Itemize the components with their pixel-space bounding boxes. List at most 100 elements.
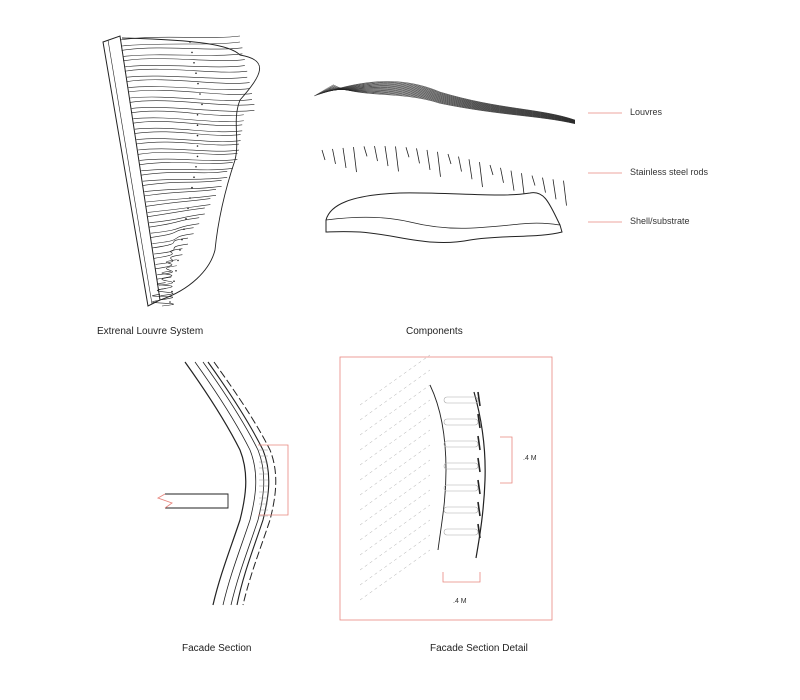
louvre-fin-underside	[152, 300, 174, 307]
fixing-dot	[195, 166, 197, 168]
louvre-fin	[123, 58, 245, 62]
louvre-strand	[320, 85, 576, 122]
horizontal-dimension	[442, 572, 481, 583]
louvre-fin	[129, 100, 255, 106]
hatch-line	[359, 534, 431, 586]
rod-mark	[332, 148, 336, 164]
louvre-fin	[151, 237, 189, 249]
louvre-strand	[316, 83, 576, 121]
rod-mark	[374, 146, 378, 162]
rod-mark	[531, 175, 536, 186]
louvre-fin-underside	[153, 243, 189, 255]
louvre-strand	[327, 87, 576, 123]
fixing-dot	[196, 155, 199, 158]
fixing-dot	[199, 93, 201, 95]
louvre-fin	[155, 259, 177, 270]
fixing-dot	[183, 228, 185, 230]
horizontal-dimension-label: .4 M	[453, 598, 467, 605]
rod-mark	[552, 179, 557, 200]
fixing-dot	[171, 290, 173, 293]
louvres-label: Louvres	[630, 107, 663, 117]
rod-mark	[563, 180, 567, 206]
louvre-strand	[315, 82, 576, 121]
steel-rod	[443, 484, 479, 492]
fixing-dot	[193, 176, 195, 178]
louvre-fin-underside	[137, 148, 240, 152]
rod-mark	[321, 149, 326, 161]
rod-mark	[458, 156, 462, 172]
louvre-fin	[145, 198, 211, 207]
rod-mark	[405, 147, 410, 158]
louvre-fin-underside	[157, 265, 177, 276]
louvre-blade	[477, 391, 481, 407]
louvre-strand	[318, 84, 576, 122]
fixing-dot	[193, 62, 195, 64]
rod-mark	[447, 153, 452, 165]
louvre-fin-underside	[152, 233, 194, 244]
fixing-dot	[196, 134, 199, 137]
vertical-dimension-label: .4 M	[523, 455, 537, 462]
fixing-dot	[175, 270, 177, 272]
fixing-dot	[187, 207, 189, 210]
louvre-fin-underside	[121, 41, 241, 47]
louvre-fin	[124, 68, 248, 73]
louvre-fin	[135, 141, 240, 146]
louvre-fin	[143, 189, 217, 197]
louvre-strand	[324, 88, 576, 123]
louvre-fin-underside	[136, 138, 241, 142]
louvre-fin-underside	[133, 117, 244, 123]
hatch-line	[359, 354, 431, 406]
rod-mark	[500, 167, 504, 183]
louvre-fin-underside	[126, 75, 248, 79]
rod-mark	[489, 164, 494, 176]
fixing-dot	[196, 124, 199, 126]
fixing-dot	[196, 145, 199, 147]
louvre-fin-underside	[134, 127, 243, 133]
hatch-line	[359, 549, 431, 601]
louvre-strand	[323, 88, 576, 123]
louvre-blade	[477, 457, 481, 473]
louvre-strand	[321, 86, 576, 122]
vertical-dimension	[500, 436, 513, 484]
fixing-dot	[197, 82, 199, 85]
louvre-strand	[331, 85, 576, 124]
louvre-fin	[127, 89, 253, 95]
external-louvre-system-caption: Extrenal Louvre System	[97, 326, 204, 337]
louvre-fin-underside	[145, 195, 217, 203]
louvre-blade	[477, 435, 481, 451]
louvre-fin	[140, 171, 228, 176]
louvre-blade	[477, 479, 481, 495]
louvre-fin	[153, 248, 183, 259]
louvre-fin-underside	[147, 204, 211, 213]
hatch-line	[359, 444, 431, 496]
louvre-fin	[132, 121, 243, 126]
shell-shape	[325, 192, 563, 243]
louvre-fin	[142, 180, 222, 186]
fixing-dot	[189, 197, 191, 199]
fixing-dot	[196, 114, 199, 116]
louvre-fin-underside	[139, 158, 238, 161]
louvre-fin-underside	[131, 107, 255, 112]
rod-mark	[416, 148, 420, 164]
fixing-dot	[191, 51, 193, 54]
rod-mark	[468, 159, 473, 180]
steel-rod	[443, 528, 479, 536]
fixing-dot	[179, 249, 181, 251]
hatch-line	[359, 369, 431, 421]
louvre-blade	[477, 501, 481, 517]
louvre-fin-underside	[123, 53, 243, 57]
louvre-strand	[330, 86, 576, 124]
steel-rod	[443, 440, 479, 448]
louvre-strand	[322, 87, 576, 122]
hatch-line	[359, 519, 431, 571]
stainless-steel-rods-label: Stainless steel rods	[630, 167, 709, 177]
fixing-dot	[181, 238, 183, 241]
hatch-line	[359, 459, 431, 511]
